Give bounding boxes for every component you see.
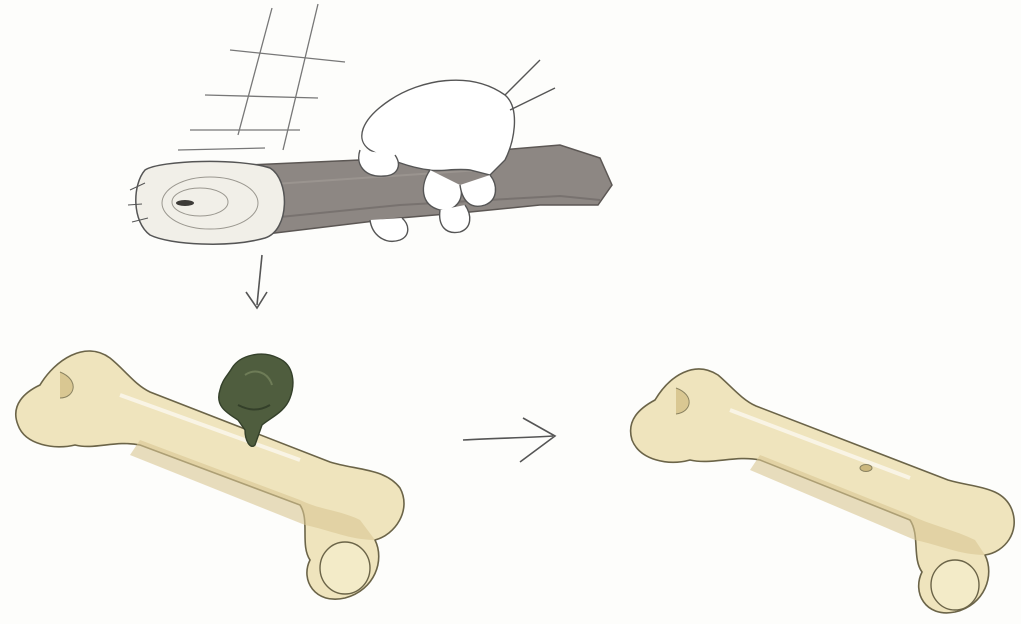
- motion-lines: [178, 4, 345, 150]
- right-arrow-icon: [463, 418, 555, 462]
- club-cut-end: [136, 161, 285, 244]
- down-arrow-icon: [246, 255, 267, 308]
- bone-hole: [860, 465, 872, 472]
- bone-right: [631, 369, 1015, 613]
- bone-left: [16, 351, 404, 599]
